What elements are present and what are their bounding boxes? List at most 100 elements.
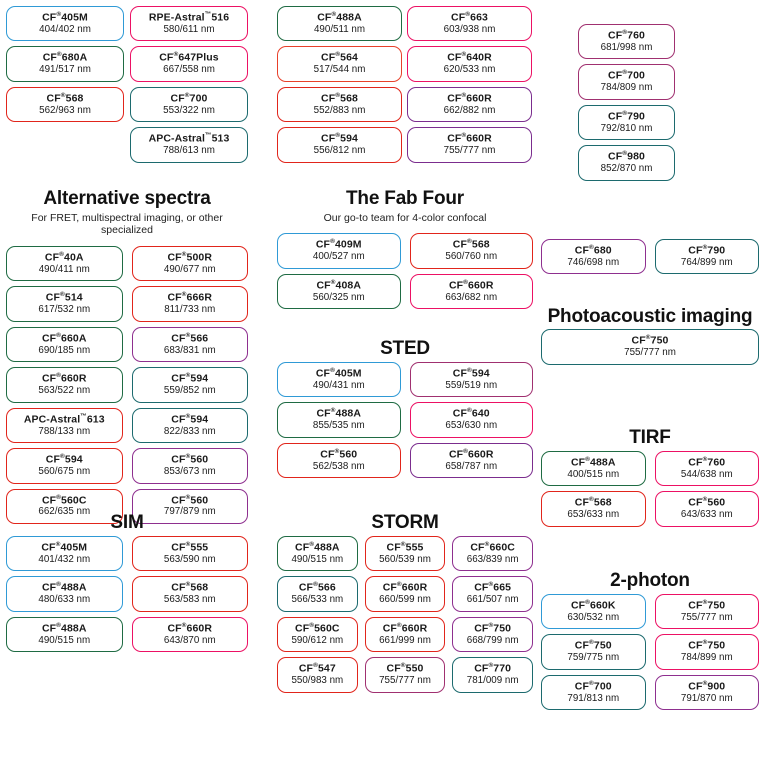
dye-wavelengths: 580/611 nm (163, 23, 215, 35)
trademark-symbol: ® (185, 372, 191, 380)
trademark-symbol: ® (331, 11, 337, 18)
trademark-symbol: ® (622, 29, 628, 36)
dye-code: 750 (593, 639, 612, 652)
dye-name: CF®514 (9, 291, 120, 304)
dye-name: CF®560 (135, 494, 246, 507)
dye-brand: CF (474, 662, 489, 675)
dye-wavelengths: 490/411 nm (38, 263, 90, 275)
dye-wavelengths: 822/833 nm (163, 425, 216, 437)
dye-code: 564 (340, 51, 358, 64)
dye-wavelengths: 550/983 nm (291, 674, 344, 686)
dye-name: CF®790 (658, 244, 757, 257)
dye-brand: CF (321, 132, 336, 145)
dye-name: CF®647Plus (133, 51, 245, 64)
dye-wavelengths: 552/883 nm (313, 104, 366, 116)
dye-wavelengths: 788/133 nm (38, 425, 91, 437)
dye-wavelengths: 668/799 nm (466, 634, 519, 646)
trademark-symbol: ® (702, 244, 708, 251)
dye-wavelengths: 855/535 nm (312, 420, 365, 432)
dye-brand: CF (41, 541, 56, 554)
dye-brand: CF (608, 29, 623, 42)
dye-name: CF®40A (9, 251, 120, 264)
dye-name: CF®980 (581, 150, 672, 163)
